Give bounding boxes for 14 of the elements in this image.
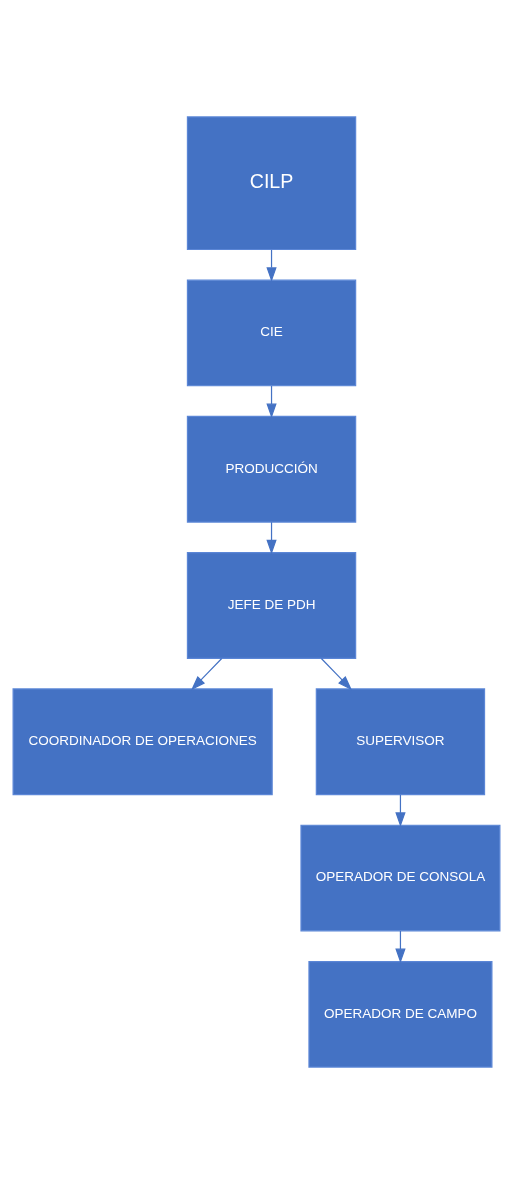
node-box: CIE: [186, 279, 357, 387]
arrow: [266, 385, 277, 419]
node-box: CILP: [186, 116, 357, 251]
node-box: JEFE DE PDH: [186, 552, 357, 659]
arrow: [191, 657, 223, 691]
arrow: [395, 794, 406, 828]
arrow: [320, 657, 352, 691]
node-box: OPERADOR DE CONSOLA: [300, 824, 501, 932]
node-box: SUPERVISOR: [315, 688, 486, 796]
node-box: PRODUCCIÓN: [186, 415, 357, 523]
arrow: [395, 930, 406, 964]
node-box: OPERADOR DE CAMPO: [308, 960, 493, 1068]
node-box: COORDINADOR DE OPERACIONES: [12, 688, 273, 796]
arrow: [266, 521, 277, 555]
